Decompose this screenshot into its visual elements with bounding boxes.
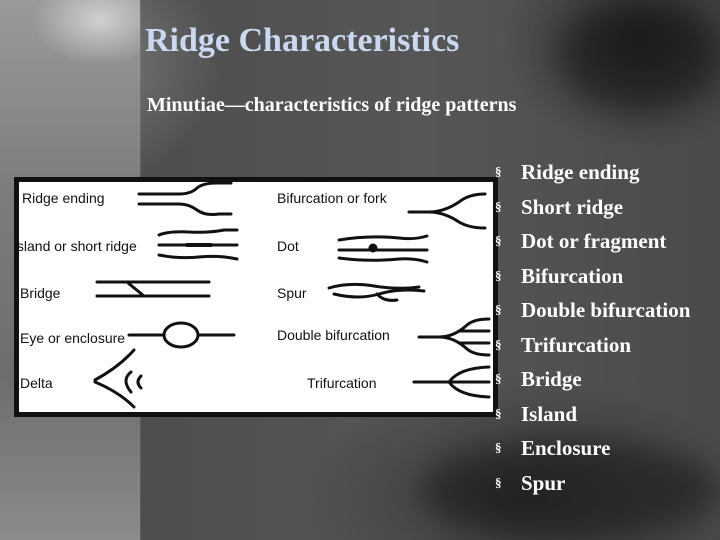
figure-label: Bifurcation or fork <box>277 190 387 206</box>
slide-title: Ridge Characteristics <box>145 22 459 60</box>
list-item-text: Short ridge <box>521 190 623 225</box>
spur-icon <box>329 284 424 300</box>
bullet-marker: § <box>495 362 521 397</box>
bullet-marker: § <box>495 155 521 190</box>
list-item-text: Double bifurcation <box>521 293 690 328</box>
ridge-ending-icon <box>139 183 231 215</box>
bullet-marker: § <box>495 190 521 225</box>
minutiae-diagram-drawing <box>19 182 493 412</box>
list-item: §Enclosure <box>495 431 690 466</box>
bullet-marker: § <box>495 259 521 294</box>
list-item-text: Ridge ending <box>521 155 639 190</box>
list-item: §Dot or fragment <box>495 224 690 259</box>
list-item-text: Enclosure <box>521 431 610 466</box>
figure-label: Delta <box>20 375 53 391</box>
list-item-text: Bridge <box>521 362 582 397</box>
list-item-text: Dot or fragment <box>521 224 666 259</box>
figure-label: Island or short ridge <box>13 238 137 254</box>
list-item-text: Island <box>521 397 577 432</box>
figure-label: Dot <box>277 238 299 254</box>
minutiae-diagram: Ridge ending Island or short ridge Bridg… <box>14 177 498 417</box>
bullet-marker: § <box>495 328 521 363</box>
figure-label: Bridge <box>20 285 60 301</box>
list-item-text: Trifurcation <box>521 328 631 363</box>
trifurcation-icon <box>414 367 489 397</box>
double-bifurcation-icon <box>419 319 489 355</box>
list-item: §Ridge ending <box>495 155 690 190</box>
list-item-text: Bifurcation <box>521 259 623 294</box>
delta-icon <box>95 350 141 407</box>
enclosure-icon <box>129 323 234 347</box>
dot-icon <box>339 236 427 262</box>
figure-label: Spur <box>277 285 307 301</box>
list-item: §Trifurcation <box>495 328 690 363</box>
figure-label: Trifurcation <box>307 375 377 391</box>
list-item-text: Spur <box>521 466 565 501</box>
list-item: §Bridge <box>495 362 690 397</box>
bullet-marker: § <box>495 224 521 259</box>
bullet-marker: § <box>495 466 521 501</box>
list-item: §Bifurcation <box>495 259 690 294</box>
list-item: §Double bifurcation <box>495 293 690 328</box>
bullet-marker: § <box>495 293 521 328</box>
bifurcation-icon <box>409 194 485 228</box>
figure-label: Eye or enclosure <box>20 330 125 346</box>
bullet-marker: § <box>495 397 521 432</box>
list-item: §Spur <box>495 466 690 501</box>
figure-label: Double bifurcation <box>277 327 390 343</box>
list-item: §Island <box>495 397 690 432</box>
background-shadow <box>560 0 720 110</box>
bridge-icon <box>97 282 209 296</box>
short-ridge-icon <box>159 230 237 259</box>
list-item: §Short ridge <box>495 190 690 225</box>
slide-subtitle: Minutiae—characteristics of ridge patter… <box>147 94 516 117</box>
bullet-marker: § <box>495 431 521 466</box>
figure-label: Ridge ending <box>22 190 105 206</box>
minutiae-bullet-list: §Ridge ending §Short ridge §Dot or fragm… <box>495 155 690 500</box>
